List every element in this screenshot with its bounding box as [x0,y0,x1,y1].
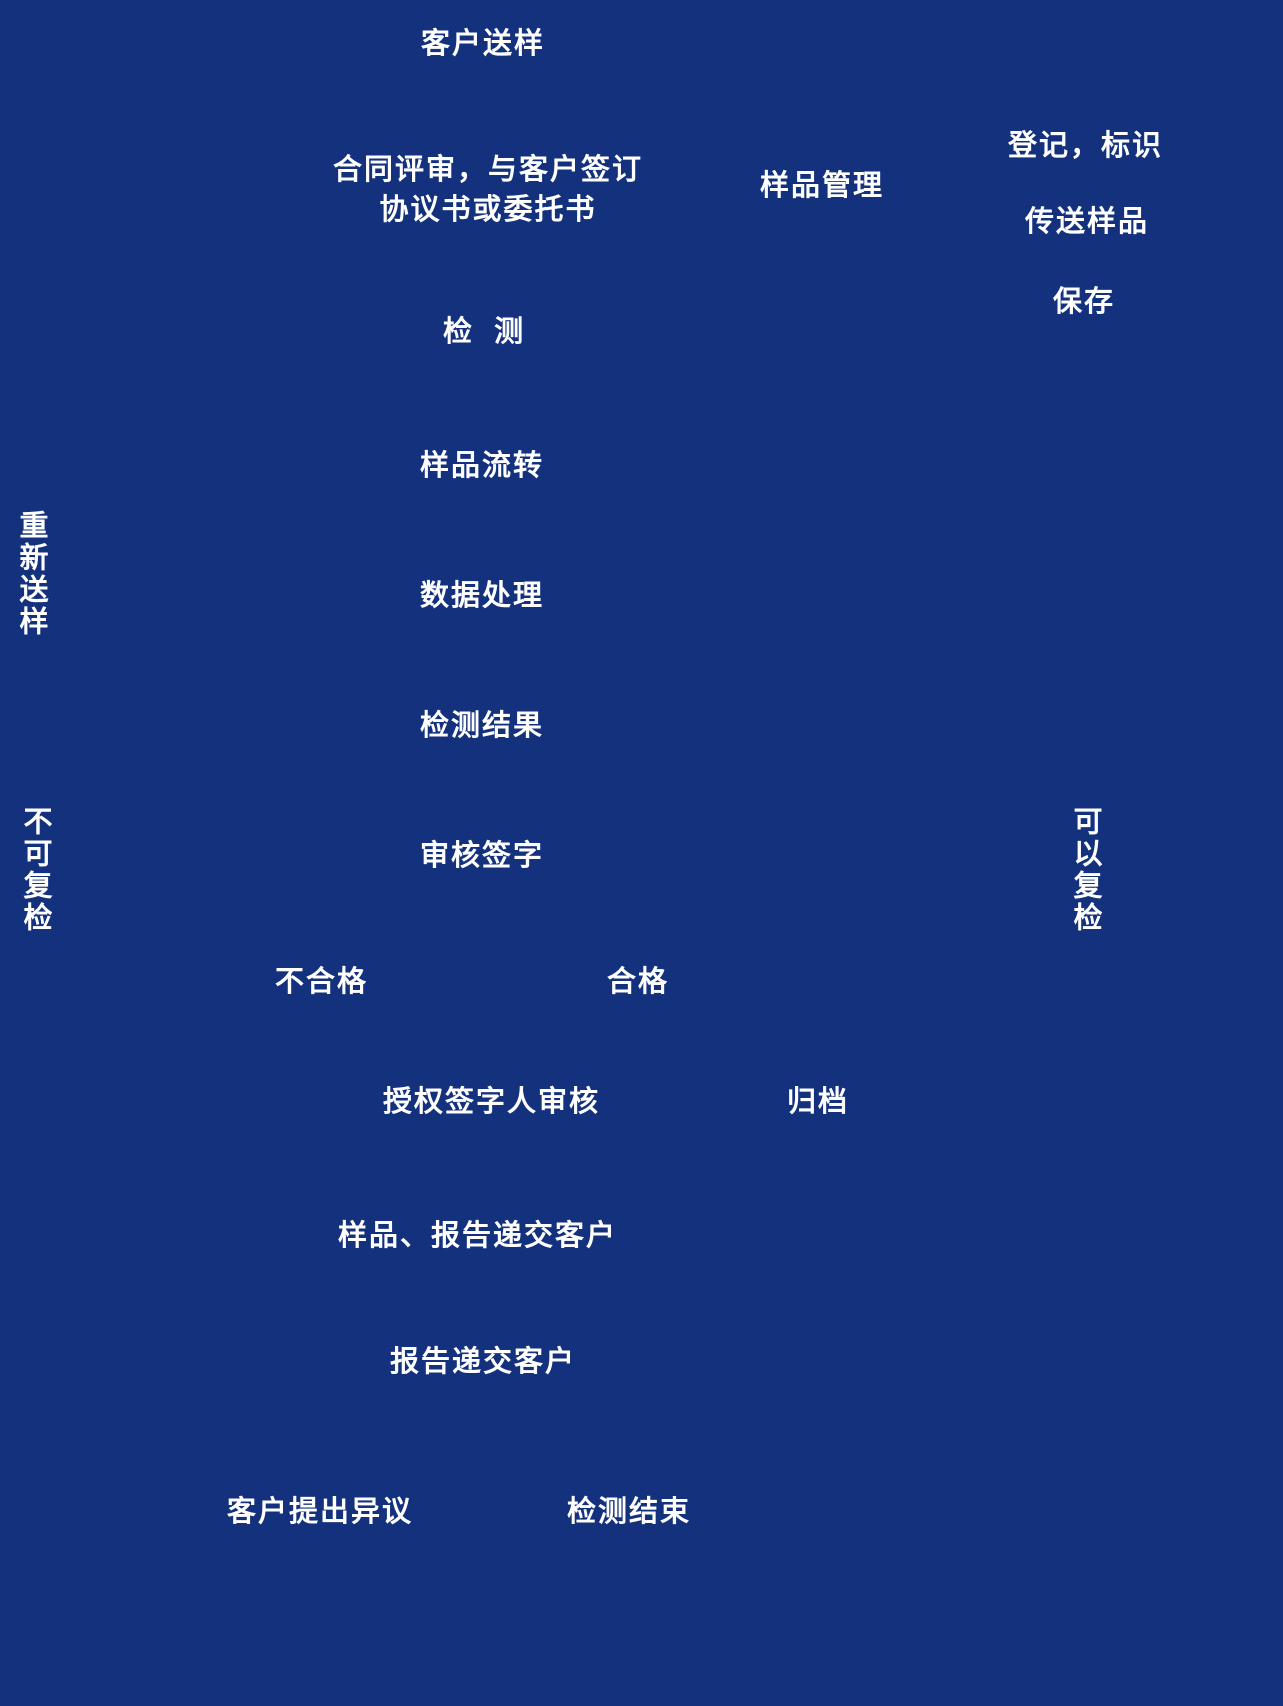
node-report-to-customer: 报告递交客户 [390,1346,577,1378]
node-test-results: 检测结果 [420,710,545,742]
node-qualified: 合格 [607,966,670,998]
node-resubmit-sample: 重新送样 [15,510,47,638]
node-sample-management: 样品管理 [760,170,885,202]
node-unqualified: 不合格 [275,966,369,998]
node-sample-report-to-customer: 样品、报告递交客户 [338,1220,618,1252]
node-review-signature: 审核签字 [420,840,545,872]
node-testing-end: 检测结束 [567,1496,692,1528]
node-customer-objection: 客户提出异议 [227,1496,414,1528]
node-cannot-retest: 不可复检 [19,806,51,934]
node-authorized-signatory-review: 授权签字人审核 [383,1086,601,1118]
node-archive: 归档 [787,1086,850,1118]
node-data-processing: 数据处理 [420,580,545,612]
node-store: 保存 [1053,286,1116,318]
node-sample-circulation: 样品流转 [420,450,545,482]
node-register-identify: 登记，标识 [1008,130,1164,162]
node-testing: 检 测 [443,316,526,348]
node-can-retest: 可以复检 [1069,806,1101,934]
node-customer-sample: 客户送样 [421,28,546,60]
node-contract-review: 合同评审，与客户签订 协议书或委托书 [332,154,643,226]
node-transfer-sample: 传送样品 [1025,206,1150,238]
